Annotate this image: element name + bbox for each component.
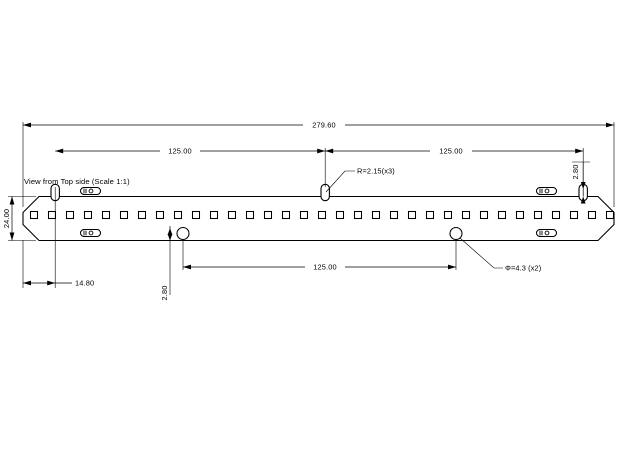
square-hole [245,210,255,220]
dim-label-notch-offset-right: 2.80 [571,165,580,180]
square-hole [443,210,453,220]
square-hole [371,210,381,220]
square-hole [515,210,525,220]
square-hole [299,210,309,220]
square-hole [425,210,435,220]
square-hole [209,210,219,220]
arrow-left [23,280,31,286]
dimension-notch-offset-right: 2.80 [571,162,586,204]
square-hole [119,210,129,220]
arrow-right [317,148,326,154]
square-hole [551,210,561,220]
square-hole [317,210,327,220]
square-hole [335,210,345,220]
square-hole [533,210,543,220]
dimension-right-span: 125.00 [325,147,584,156]
slot-top-left [79,186,102,196]
square-hole [263,210,273,220]
arrow-top [580,182,586,189]
dim-label-overall-length: 279.60 [312,121,336,130]
square-hole [155,210,165,220]
slot-center-hole [544,230,550,236]
slot-tick-mark [539,188,543,194]
u-notch-left [50,183,60,197]
arrow-left [55,148,64,154]
square-hole [497,210,507,220]
square-hole [587,210,597,220]
arrow-right [448,264,456,270]
dim-label-left-span: 125.00 [168,147,192,156]
callout-notch-radius: R=2.15(x3) [325,167,395,193]
slot-tick-mark [539,230,543,236]
dim-label-hole-span: 125.00 [313,263,337,272]
square-hole [101,210,111,220]
square-hole [47,210,57,220]
square-hole [29,210,39,220]
dimension-overall-length: 279.60 [23,121,614,130]
slot-tick-mark [83,188,87,194]
callout-label-notch-radius: R=2.15(x3) [357,167,395,176]
dimension-hole-span: 125.00 [183,263,456,272]
slot-bottom-left [79,228,102,238]
arrow-right [606,122,614,128]
dimension-hole-offset-bottom: 2.80 [160,226,173,301]
square-hole [569,210,579,220]
square-hole [191,210,201,220]
slot-bottom-right [535,228,558,238]
extension-lines-group [8,122,615,295]
square-hole [173,210,183,220]
slot-center-hole [544,188,550,194]
callout-hole-diameter: Φ=4.3 (x2) [459,237,541,273]
view-label: View from Top side (Scale 1:1) [24,177,130,186]
leader-line-radius [325,170,355,193]
square-hole [281,210,291,220]
round-hole-left [176,226,190,241]
square-hole [389,210,399,220]
dimension-height: 24.00 [2,196,15,241]
square-hole [461,210,471,220]
square-hole [65,210,75,220]
square-hole [137,210,147,220]
slot-top-right [535,186,558,196]
slot-center-hole [88,230,94,236]
slot-tick-mark [83,230,87,236]
callout-label-hole-diameter: Φ=4.3 (x2) [505,264,541,273]
arrow-left [183,264,191,270]
square-hole [227,210,237,220]
square-hole [605,210,615,220]
arrow-left [23,122,31,128]
arrow-bottom [9,232,15,241]
square-hole-row [29,210,615,220]
dim-label-height: 24.00 [2,209,11,228]
arrow-right [575,148,584,154]
arrow-top [9,196,15,205]
square-hole [407,210,417,220]
arrow-bottom [580,196,586,204]
dim-label-left-offset: 14.80 [75,279,94,288]
round-hole-right [449,226,463,241]
arrow-top [167,228,173,235]
square-hole [353,210,363,220]
dim-label-right-span: 125.00 [439,147,463,156]
square-hole [83,210,93,220]
square-hole [479,210,489,220]
arrow-bottom [167,234,173,241]
dim-label-hole-offset-bottom: 2.80 [160,286,169,301]
arrow-left [325,148,334,154]
leader-line-diameter [459,237,503,269]
dimension-left-span: 125.00 [55,147,326,156]
arrow-right [47,280,56,286]
slot-center-hole [88,188,94,194]
dimension-left-offset: 14.80 [23,279,94,288]
